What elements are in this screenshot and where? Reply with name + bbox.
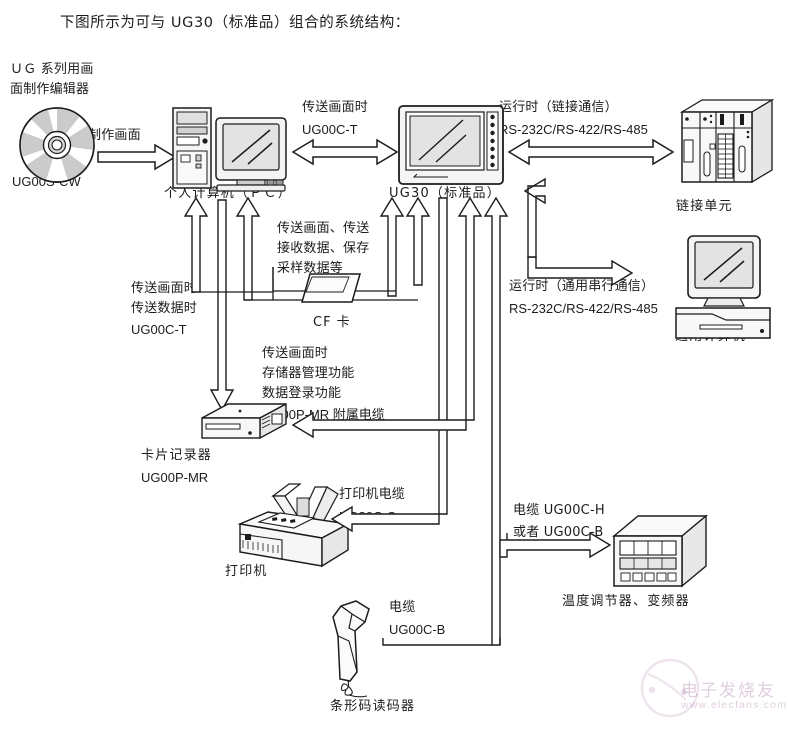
cf-transfer-line3: 采样数据等 bbox=[277, 261, 344, 276]
general-computer-label: 通用计算机 bbox=[675, 329, 747, 344]
desktop-computer-icon bbox=[675, 235, 771, 339]
printer-cable-line1: 打印机电缆 bbox=[339, 487, 406, 502]
editor-model-label: UG00S-CW bbox=[12, 174, 81, 189]
editor-to-pc-label: 制作画面 bbox=[88, 128, 141, 143]
card-recorder-model: UG00P-MR bbox=[141, 470, 209, 485]
ug30-to-link-line2: RS-232C/RS-422/RS-485 bbox=[499, 122, 648, 137]
cf-card-label: CF 卡 bbox=[313, 315, 351, 330]
temp-controller-label: 温度调节器、变频器 bbox=[562, 594, 690, 609]
cf-to-pc-bracket bbox=[200, 291, 273, 301]
barcode-cable-line1: 电缆 bbox=[389, 600, 416, 615]
cf-card-face-line1: CompactFlash bbox=[313, 280, 344, 287]
cd-disc-icon bbox=[19, 107, 95, 183]
barcode-reader-label: 条形码读码器 bbox=[330, 699, 416, 714]
editor-caption-line1: ＵＧ 系列用画 bbox=[10, 62, 94, 77]
pc-to-recorder-line2: 传送数据时 bbox=[131, 301, 198, 316]
temp-cable-line2: 或者 UG00C-B bbox=[513, 525, 604, 540]
watermark-text: 电子发烧友 bbox=[681, 681, 776, 701]
arrow-up-cf-left bbox=[379, 196, 405, 297]
printer-cable-line2: UG30C-C bbox=[339, 509, 397, 524]
arrow-editor-to-pc bbox=[97, 143, 177, 171]
arrow-into-ug30-right bbox=[523, 177, 546, 258]
editor-caption-line2: 面制作编辑器 bbox=[10, 82, 90, 97]
barcode-scanner-icon bbox=[332, 600, 370, 698]
hmi-panel-icon bbox=[398, 105, 504, 185]
arrow-cf-to-pc-right bbox=[235, 196, 261, 301]
plc-rack-icon bbox=[679, 98, 775, 184]
arrow-up-cf-right bbox=[405, 196, 431, 286]
printer-icon bbox=[237, 483, 351, 568]
ug30-to-link-line1: 运行时（链接通信） bbox=[499, 100, 618, 115]
ug30-to-gc-line2: RS-232C/RS-422/RS-485 bbox=[509, 301, 658, 316]
cf-card-face-line2: Card bbox=[318, 287, 329, 294]
arrow-up-recorder bbox=[457, 196, 483, 421]
link-unit-label: 链接单元 bbox=[676, 199, 733, 214]
page-title: 下图所示为可与 UG30（标准品）组合的系统结构： bbox=[60, 15, 410, 31]
ug30-label: UG30（标准品） bbox=[389, 186, 501, 201]
printer-label: 打印机 bbox=[225, 564, 268, 579]
desktop-tower-monitor-icon bbox=[172, 107, 287, 192]
pc-to-recorder-line3: UG00C-T bbox=[131, 322, 187, 337]
recorder-func-line2: 存储器管理功能 bbox=[262, 366, 355, 381]
pc-to-ug30-line2: UG00C-T bbox=[302, 122, 358, 137]
arrow-pc-to-ug30 bbox=[291, 138, 399, 166]
pc-to-ug30-line1: 传送画面时 bbox=[302, 100, 369, 115]
barcode-cable-line2: UG00C-B bbox=[389, 622, 446, 637]
cf-card-icon bbox=[301, 273, 361, 303]
pc-to-recorder-line1: 传送画面时 bbox=[131, 281, 198, 296]
ug30-to-gc-line1: 运行时（通用串行通信） bbox=[509, 279, 655, 294]
arrow-up-barcode bbox=[483, 196, 509, 646]
arrow-pc-to-card-recorder bbox=[209, 199, 235, 412]
watermark-url: www.elecfans.com bbox=[681, 699, 788, 711]
temp-cable-line1: 电缆 UG00C-H bbox=[513, 503, 605, 518]
arrow-cf-to-pc-left bbox=[183, 196, 209, 293]
temperature-controller-icon bbox=[612, 514, 708, 588]
line-ug30-to-printer bbox=[438, 197, 448, 515]
recorder-func-line3: 数据登录功能 bbox=[262, 386, 342, 401]
arrow-ug30-to-link bbox=[507, 138, 675, 166]
cf-transfer-line1: 传送画面、传送 bbox=[277, 221, 370, 236]
card-recorder-label: 卡片记录器 bbox=[141, 448, 213, 463]
recorder-func-line1: 传送画面时 bbox=[262, 346, 329, 361]
recorder-func-line4: UG00P-MR 附属电缆 bbox=[262, 407, 385, 422]
pc-label: 个人计算机（ＰＣ） bbox=[164, 186, 292, 201]
cf-transfer-line2: 接收数据、保存 bbox=[277, 241, 370, 256]
